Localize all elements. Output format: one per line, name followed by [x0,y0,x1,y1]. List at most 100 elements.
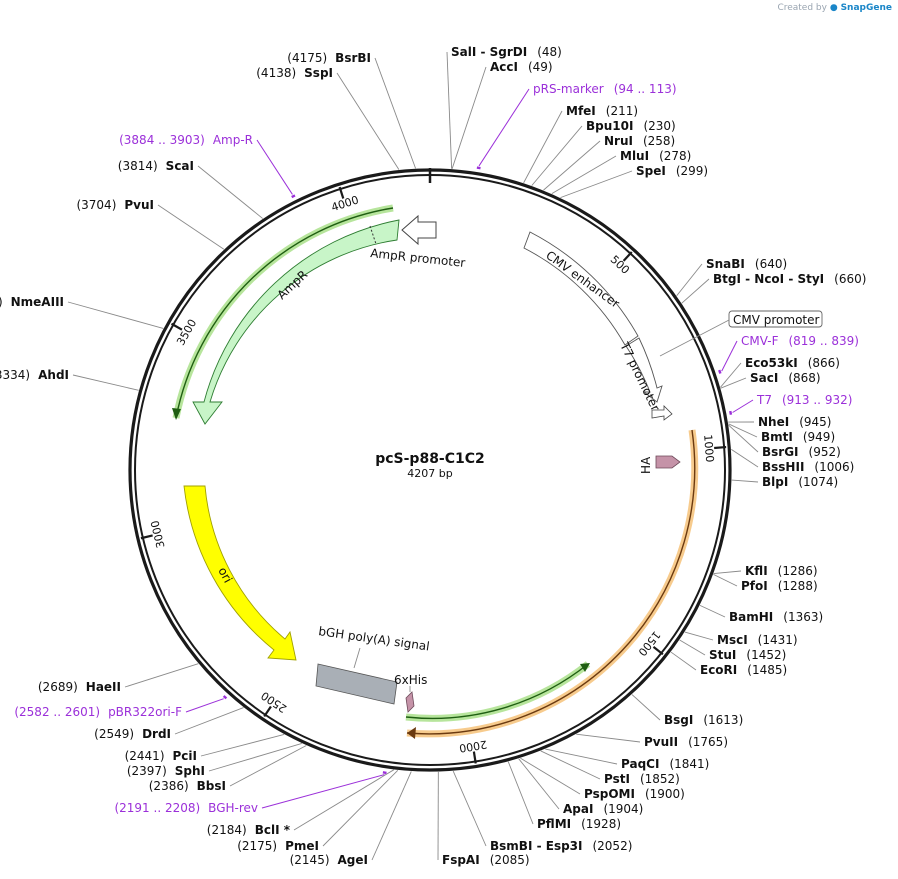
green-arc-left-arrowhead [172,408,181,420]
enzyme-position: (278) [659,149,691,163]
primer-name: BGH-rev [208,801,258,815]
enzyme-name: BmtI [761,430,793,444]
enzyme-lead [551,155,617,195]
scale-tick-label: 2000 [458,738,488,755]
enzyme-position: (1074) [798,475,838,489]
primer-range: (2191 .. 2208) [114,801,200,815]
enzyme-label: PspOMI(1900) [584,787,685,801]
primer-label: (2582 .. 2601)pBR322ori-F [14,705,182,719]
enzyme-site[interactable]: BtgI - NcoI - StyI(660) [713,272,866,286]
enzyme-label: MscI(1431) [717,633,798,647]
ampr-feature [192,219,400,425]
enzyme-site[interactable]: SacI(868) [750,371,821,385]
enzyme-site[interactable]: MfeI(211) [566,104,638,118]
enzyme-site[interactable]: PstI(1852) [604,772,680,786]
enzyme-position: (3704) [76,198,116,212]
enzyme-lead [452,770,487,847]
enzyme-lead [174,707,244,735]
enzyme-site[interactable]: (4138)SspI [256,66,333,80]
enzyme-site[interactable]: (2549)DrdI [94,727,171,741]
primer-lead [478,88,530,167]
enzyme-site[interactable]: Eco53kI(866) [745,356,840,370]
enzyme-lead [728,423,758,438]
enzyme-site[interactable]: SnaBI(640) [706,257,787,271]
enzyme-site[interactable]: MscI(1431) [717,633,798,647]
enzyme-lead [208,743,302,772]
enzyme-name: SpeI [636,164,666,178]
enzyme-site[interactable]: MluI(278) [620,149,691,163]
enzyme-site[interactable]: (2386)BbsI [149,779,226,793]
enzyme-site[interactable]: BmtI(949) [761,430,835,444]
primer-binding-mark [476,166,481,170]
enzyme-site[interactable]: KflI(1286) [745,564,818,578]
enzyme-position: (211) [606,104,638,118]
enzyme-site[interactable]: BsmBI - Esp3I(2052) [490,839,632,853]
primer[interactable]: CMV-F(819 .. 839) [718,334,859,374]
enzyme-name: ApaI [563,802,593,816]
enzyme-position: (2397) [127,764,167,778]
ampr-promoter-label: AmpR promoter [370,246,466,270]
enzyme-site[interactable]: FspAI(2085) [442,853,530,867]
enzyme-site[interactable]: (3704)PvuI [76,198,154,212]
enzyme-name: AhdI [38,368,69,382]
enzyme-site[interactable]: Bpu10I(230) [586,119,676,133]
enzyme-site[interactable]: StuI(1452) [709,648,786,662]
enzyme-name: PfoI [741,579,768,593]
enzyme-site[interactable]: PaqCI(1841) [621,757,709,771]
enzyme-site[interactable]: (4175)BsrBI [287,51,371,65]
enzyme-site[interactable]: BlpI(1074) [762,475,838,489]
enzyme-label: (2386)BbsI [149,779,226,793]
enzyme-site[interactable]: (2145)AgeI [290,853,368,867]
primer[interactable]: T7(913 .. 932) [729,393,852,415]
primer-name: pRS-marker [533,82,604,96]
enzyme-lead [293,769,395,831]
enzyme-site[interactable]: PspOMI(1900) [584,787,685,801]
enzyme-site[interactable]: (3334)AhdI [0,368,69,382]
enzyme-site[interactable]: BssHII(1006) [762,460,854,474]
primer[interactable]: (2191 .. 2208) BGH-rev [114,771,387,815]
enzyme-site[interactable]: (2689)HaeII [38,680,121,694]
enzyme-label: (2549)DrdI [94,727,171,741]
enzyme-lead [540,750,601,780]
enzyme-lead [451,66,487,169]
enzyme-site[interactable]: PfoI(1288) [741,579,818,593]
snapgene-watermark: Created by ● SnapGene [777,3,892,13]
ampr-promoter-feature [401,214,437,246]
enzyme-site[interactable]: (2175)PmeI [237,839,319,853]
enzyme-lead [728,424,759,453]
enzyme-site[interactable]: (2184)BclI * [207,823,291,837]
ori-label: ori [215,565,235,585]
enzyme-site[interactable]: (2441)PciI [125,749,197,763]
enzyme-site[interactable]: (2397)SphI [127,764,205,778]
enzyme-label: BlpI(1074) [762,475,838,489]
enzyme-site[interactable]: BsgI(1613) [664,713,743,727]
enzyme-site[interactable]: ApaI(1904) [563,802,643,816]
enzyme-site[interactable]: AccI(49) [490,60,553,74]
enzyme-site[interactable]: BsrGI(952) [762,445,841,459]
enzyme-site[interactable]: SalI - SgrDI(48) [451,45,562,59]
primer[interactable]: pRS-marker(94 .. 113) [476,82,677,170]
green-arc-bottom-arrowhead [580,663,590,672]
enzyme-site[interactable]: PvuII(1765) [644,735,728,749]
enzyme-name: HaeII [86,680,121,694]
primer[interactable]: (2582 .. 2601)pBR322ori-F [14,695,228,719]
enzyme-name: BamHI [729,610,773,624]
t7-promoter-arrow [651,405,673,421]
enzyme-site[interactable]: SpeI(299) [636,164,708,178]
enzyme-lead [124,663,199,688]
enzyme-site[interactable]: (3814)ScaI [118,159,194,173]
enzyme-position: (1852) [640,772,680,786]
enzyme-name: PaqCI [621,757,659,771]
enzyme-site[interactable]: BamHI(1363) [729,610,823,624]
enzyme-position: (2052) [592,839,632,853]
enzyme-site[interactable]: NruI(258) [604,134,675,148]
enzyme-site[interactable]: EcoRI(1485) [700,663,787,677]
enzyme-site[interactable]: PflMI(1928) [537,817,621,831]
primer[interactable]: (3884 .. 3903)Amp-R [119,133,296,199]
enzyme-site[interactable]: NheI(945) [758,415,831,429]
enzyme-site[interactable]: (3482)NmeAIII [0,295,64,309]
watermark-brand: SnapGene [840,3,892,13]
enzyme-name: BclI * [255,823,291,837]
enzyme-name: BtgI - NcoI - StyI [713,272,824,286]
enzyme-lead [229,745,307,787]
